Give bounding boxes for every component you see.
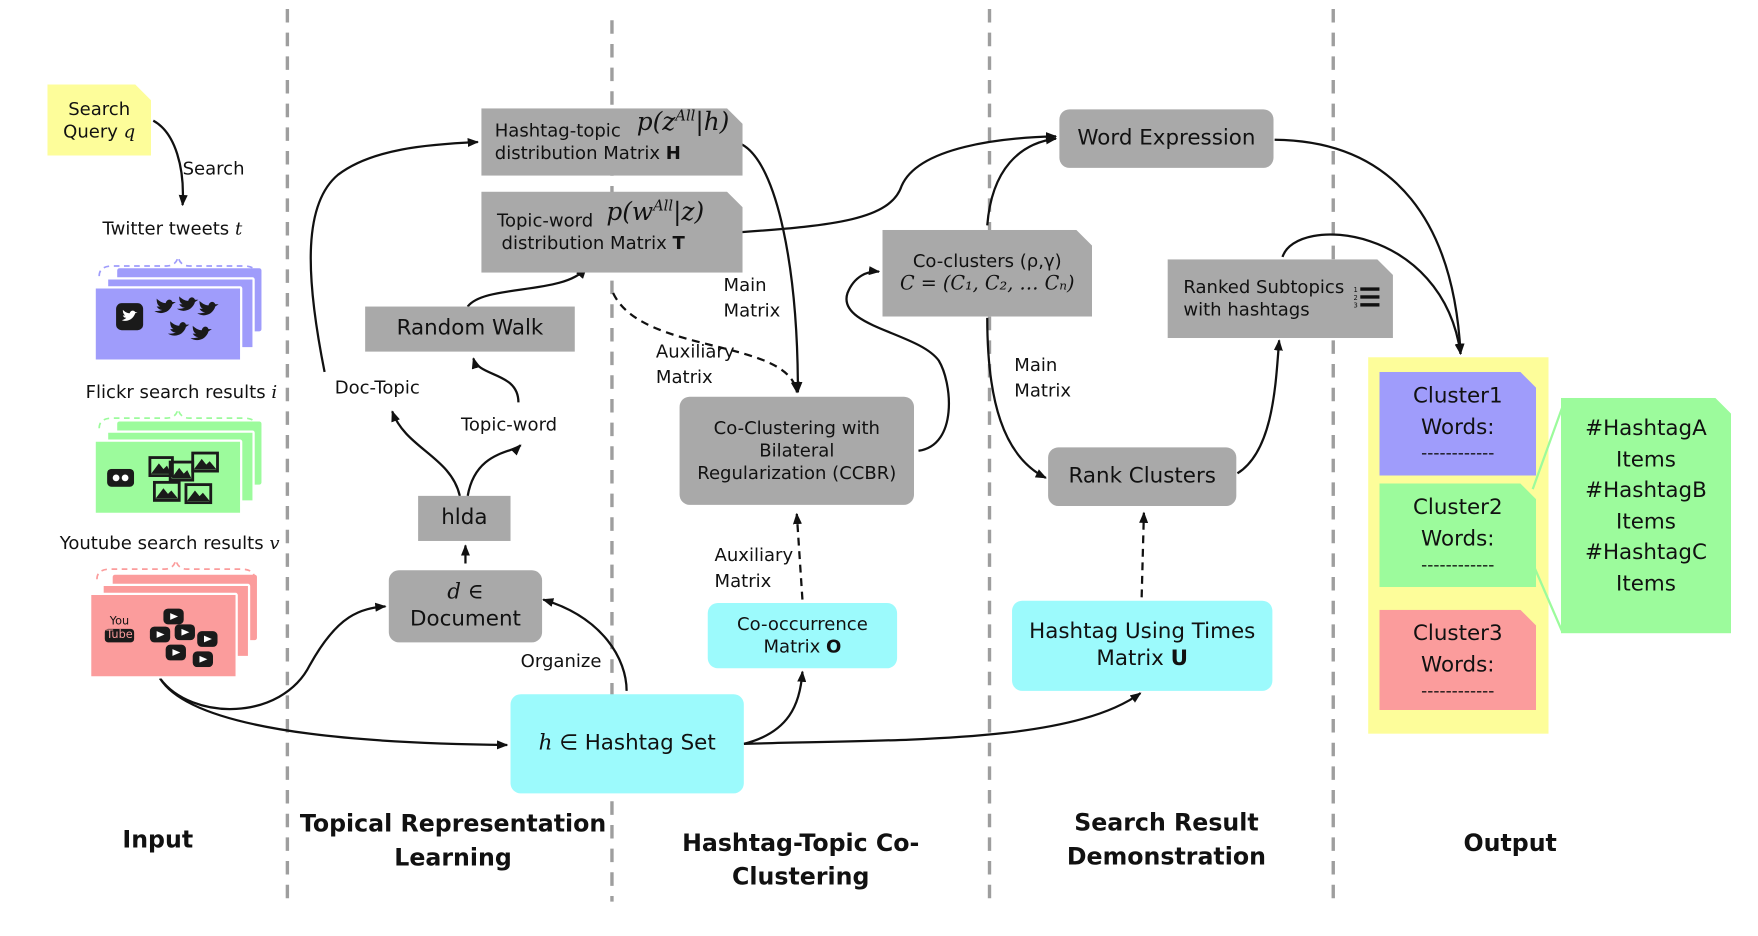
flickr-label: Flickr search results i <box>85 380 278 403</box>
hlda-box: hlda <box>418 495 511 541</box>
main-matrix-label-1: Main Matrix <box>723 273 781 322</box>
edge-doctopic-hashtagtopic <box>309 137 479 373</box>
flickr-card <box>93 439 243 516</box>
search-edge-label: Search <box>182 157 245 180</box>
edge-input-document <box>159 602 387 711</box>
svg-text:3: 3 <box>1354 302 1358 310</box>
ccbr-box: Co-Clustering with Bilateral Regularizat… <box>679 396 914 505</box>
cluster-3-box: Cluster3 Words: ------------ <box>1379 610 1536 710</box>
aux-matrix-label-1: Auxiliary Matrix <box>655 340 735 388</box>
cooccurrence-box: Co-occurrence Matrix O <box>707 602 898 669</box>
edge-query-search <box>152 119 188 207</box>
edge-hashtagset-document <box>542 598 628 691</box>
organize-label: Organize <box>520 650 602 672</box>
svg-text:2: 2 <box>1354 294 1358 302</box>
youtube-card: You Tube <box>89 592 238 679</box>
stage-title-topical: Topical Representation Learning <box>299 810 607 872</box>
search-query-note: Search Query q <box>47 85 151 156</box>
stage-title-coclustering: Hashtag-Topic Co-Clustering <box>682 829 920 891</box>
youtube-label: Youtube search results v <box>59 531 280 554</box>
stage-title-input: Input <box>122 826 194 854</box>
topic-word-matrix: Topic-word distribution Matrix T <box>481 192 742 273</box>
edge-topicword-randomwalk <box>471 357 520 403</box>
numbered-list-icon: 1 2 3 <box>1354 286 1380 310</box>
cluster-2-box: Cluster2 Words: ------------ <box>1379 483 1536 587</box>
edge-hashtagset-cooccurrence <box>743 670 807 745</box>
doc-topic-label: Doc-Topic <box>334 376 420 398</box>
rank-clusters-box: Rank Clusters <box>1048 447 1237 507</box>
document-box: d ∈ Document <box>388 570 543 643</box>
stage-title-demonstration: Search Result Demonstration <box>1066 809 1266 871</box>
twitter-logo-icon <box>116 303 144 331</box>
twitter-birds-icon <box>154 296 219 341</box>
hashtag-topic-formula: p(zAll|h) <box>636 108 730 137</box>
flickr-logo-icon <box>107 468 135 487</box>
twitter-card <box>93 286 243 362</box>
random-walk-box: Random Walk <box>365 306 575 352</box>
youtube-logo-icon: You Tube <box>104 615 135 643</box>
hashtag-usage-box: Hashtag Using Times Matrix U <box>1012 600 1273 691</box>
main-matrix-label-2: Main Matrix <box>1014 353 1072 402</box>
edge-cooccurrence-ccbr <box>792 512 804 600</box>
edge-coclusters-rankclusters <box>986 317 1047 479</box>
edge-hashtagset-usage <box>743 692 1142 745</box>
twitter-bracket <box>98 256 258 277</box>
stage-title-output: Output <box>1463 829 1557 857</box>
edge-topicword-wordexpression <box>741 132 1058 234</box>
flickr-bracket <box>98 408 258 429</box>
topic-word-formula: p(wAll|z) <box>606 198 705 227</box>
edge-hlda-doctopic <box>391 410 461 497</box>
callout-lines <box>1531 407 1564 632</box>
edge-word-output <box>1274 138 1465 356</box>
edge-ccbr-coclusters <box>845 266 951 452</box>
edge-randomwalk-topicword-matrix <box>466 267 587 308</box>
svg-text:1: 1 <box>1354 286 1358 294</box>
cluster-1-box: Cluster1 Words: ------------ <box>1379 372 1536 476</box>
hashtag-topic-matrix: Hashtag-topic distribution Matrix H <box>481 108 742 176</box>
youtube-bracket <box>96 559 256 580</box>
edge-usage-rank <box>1139 511 1149 598</box>
edge-aux-ccbr <box>612 292 800 394</box>
aux-matrix-label-2: Auxiliary Matrix <box>714 544 794 592</box>
hashtag-callout-box: #HashtagA Items #HashtagB Items #Hashtag… <box>1561 398 1731 634</box>
flickr-photos-icon <box>148 451 219 505</box>
word-expression-box: Word Expression <box>1059 109 1274 168</box>
edge-hlda-topicword <box>466 444 522 497</box>
edge-hashtagtopic-ccbr <box>741 143 803 394</box>
edge-input-hashtagset <box>159 677 509 750</box>
edge-coclusters-wordexpression <box>986 135 1058 226</box>
topic-word-edge-label: Topic-word <box>460 413 558 436</box>
twitter-label: Twitter tweets t <box>102 217 243 239</box>
hashtag-set-box: h ∈ Hashtag Set <box>510 694 744 794</box>
edge-rank-ranked <box>1236 339 1283 475</box>
ranked-subtopics-box: Ranked Subtopics with hashtags <box>1168 259 1393 338</box>
edge-ranked-output <box>1281 233 1464 355</box>
youtube-videos-icon <box>149 608 218 668</box>
coclusters-box: Co-clusters (ρ,γ) C = (C₁, C₂, … Cₙ) <box>882 230 1092 317</box>
